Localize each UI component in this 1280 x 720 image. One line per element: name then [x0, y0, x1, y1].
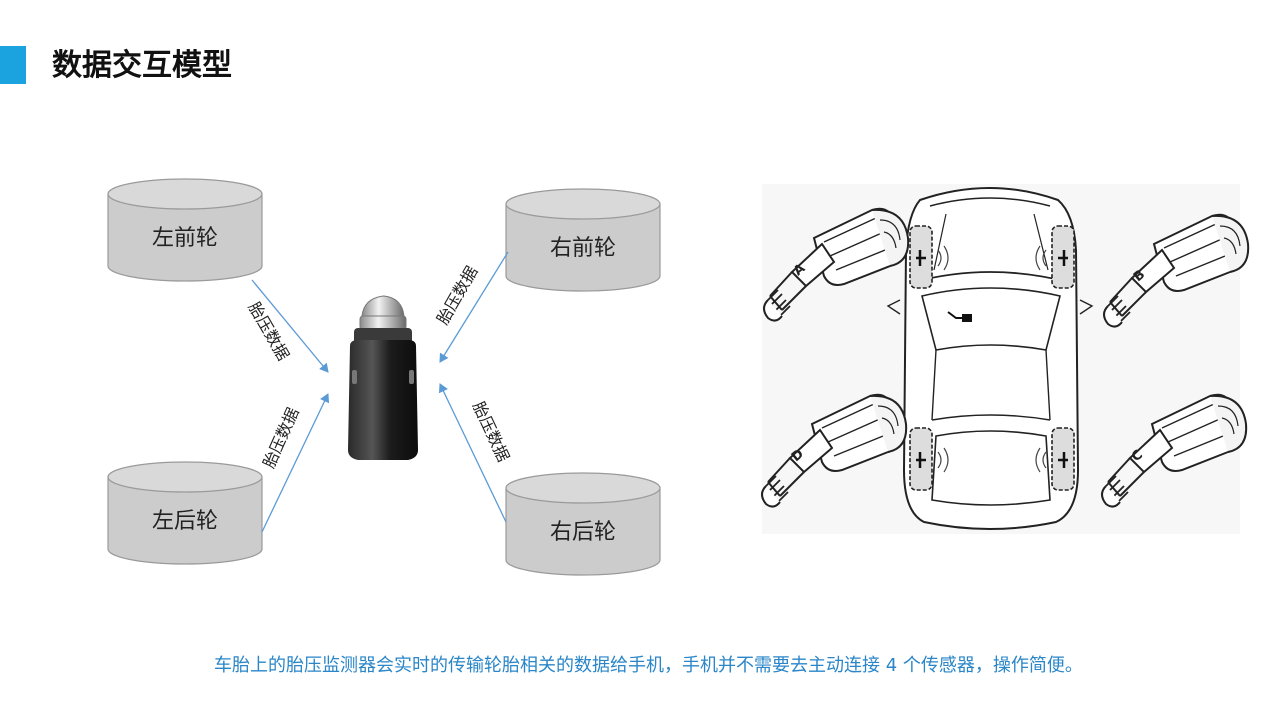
node-front-left-wheel: 左前轮: [107, 178, 263, 282]
flow-label-front-left: 胎压数据: [245, 299, 293, 364]
flow-arrow-front-left: [251, 279, 329, 373]
node-label-rear-right: 右后轮: [550, 520, 616, 545]
caption-text: 车胎上的胎压监测器会实时的传输轮胎相关的数据给手机，手机并不需要去主动连接 4 …: [214, 655, 1083, 676]
car-charger-receiver-icon: [348, 295, 418, 460]
car-top-view-illustration: A B C D: [761, 184, 1250, 534]
node-label-front-left: 左前轮: [152, 226, 218, 251]
node-label-front-right: 右前轮: [550, 236, 616, 261]
node-rear-right-wheel: 右后轮: [505, 472, 661, 576]
node-label-rear-left: 左后轮: [152, 509, 218, 534]
flow-arrow-rear-left: [261, 393, 330, 533]
title-accent-bar: [0, 46, 26, 84]
page-title: 数据交互模型: [52, 48, 232, 83]
flow-arrow-rear-right: [438, 383, 507, 523]
flow-label-rear-right: 胎压数据: [469, 399, 513, 465]
node-rear-left-wheel: 左后轮: [107, 461, 263, 565]
flow-arrow-front-right: [439, 251, 509, 363]
node-front-right-wheel: 右前轮: [505, 188, 661, 292]
flow-label-front-right: 胎压数据: [433, 263, 481, 328]
